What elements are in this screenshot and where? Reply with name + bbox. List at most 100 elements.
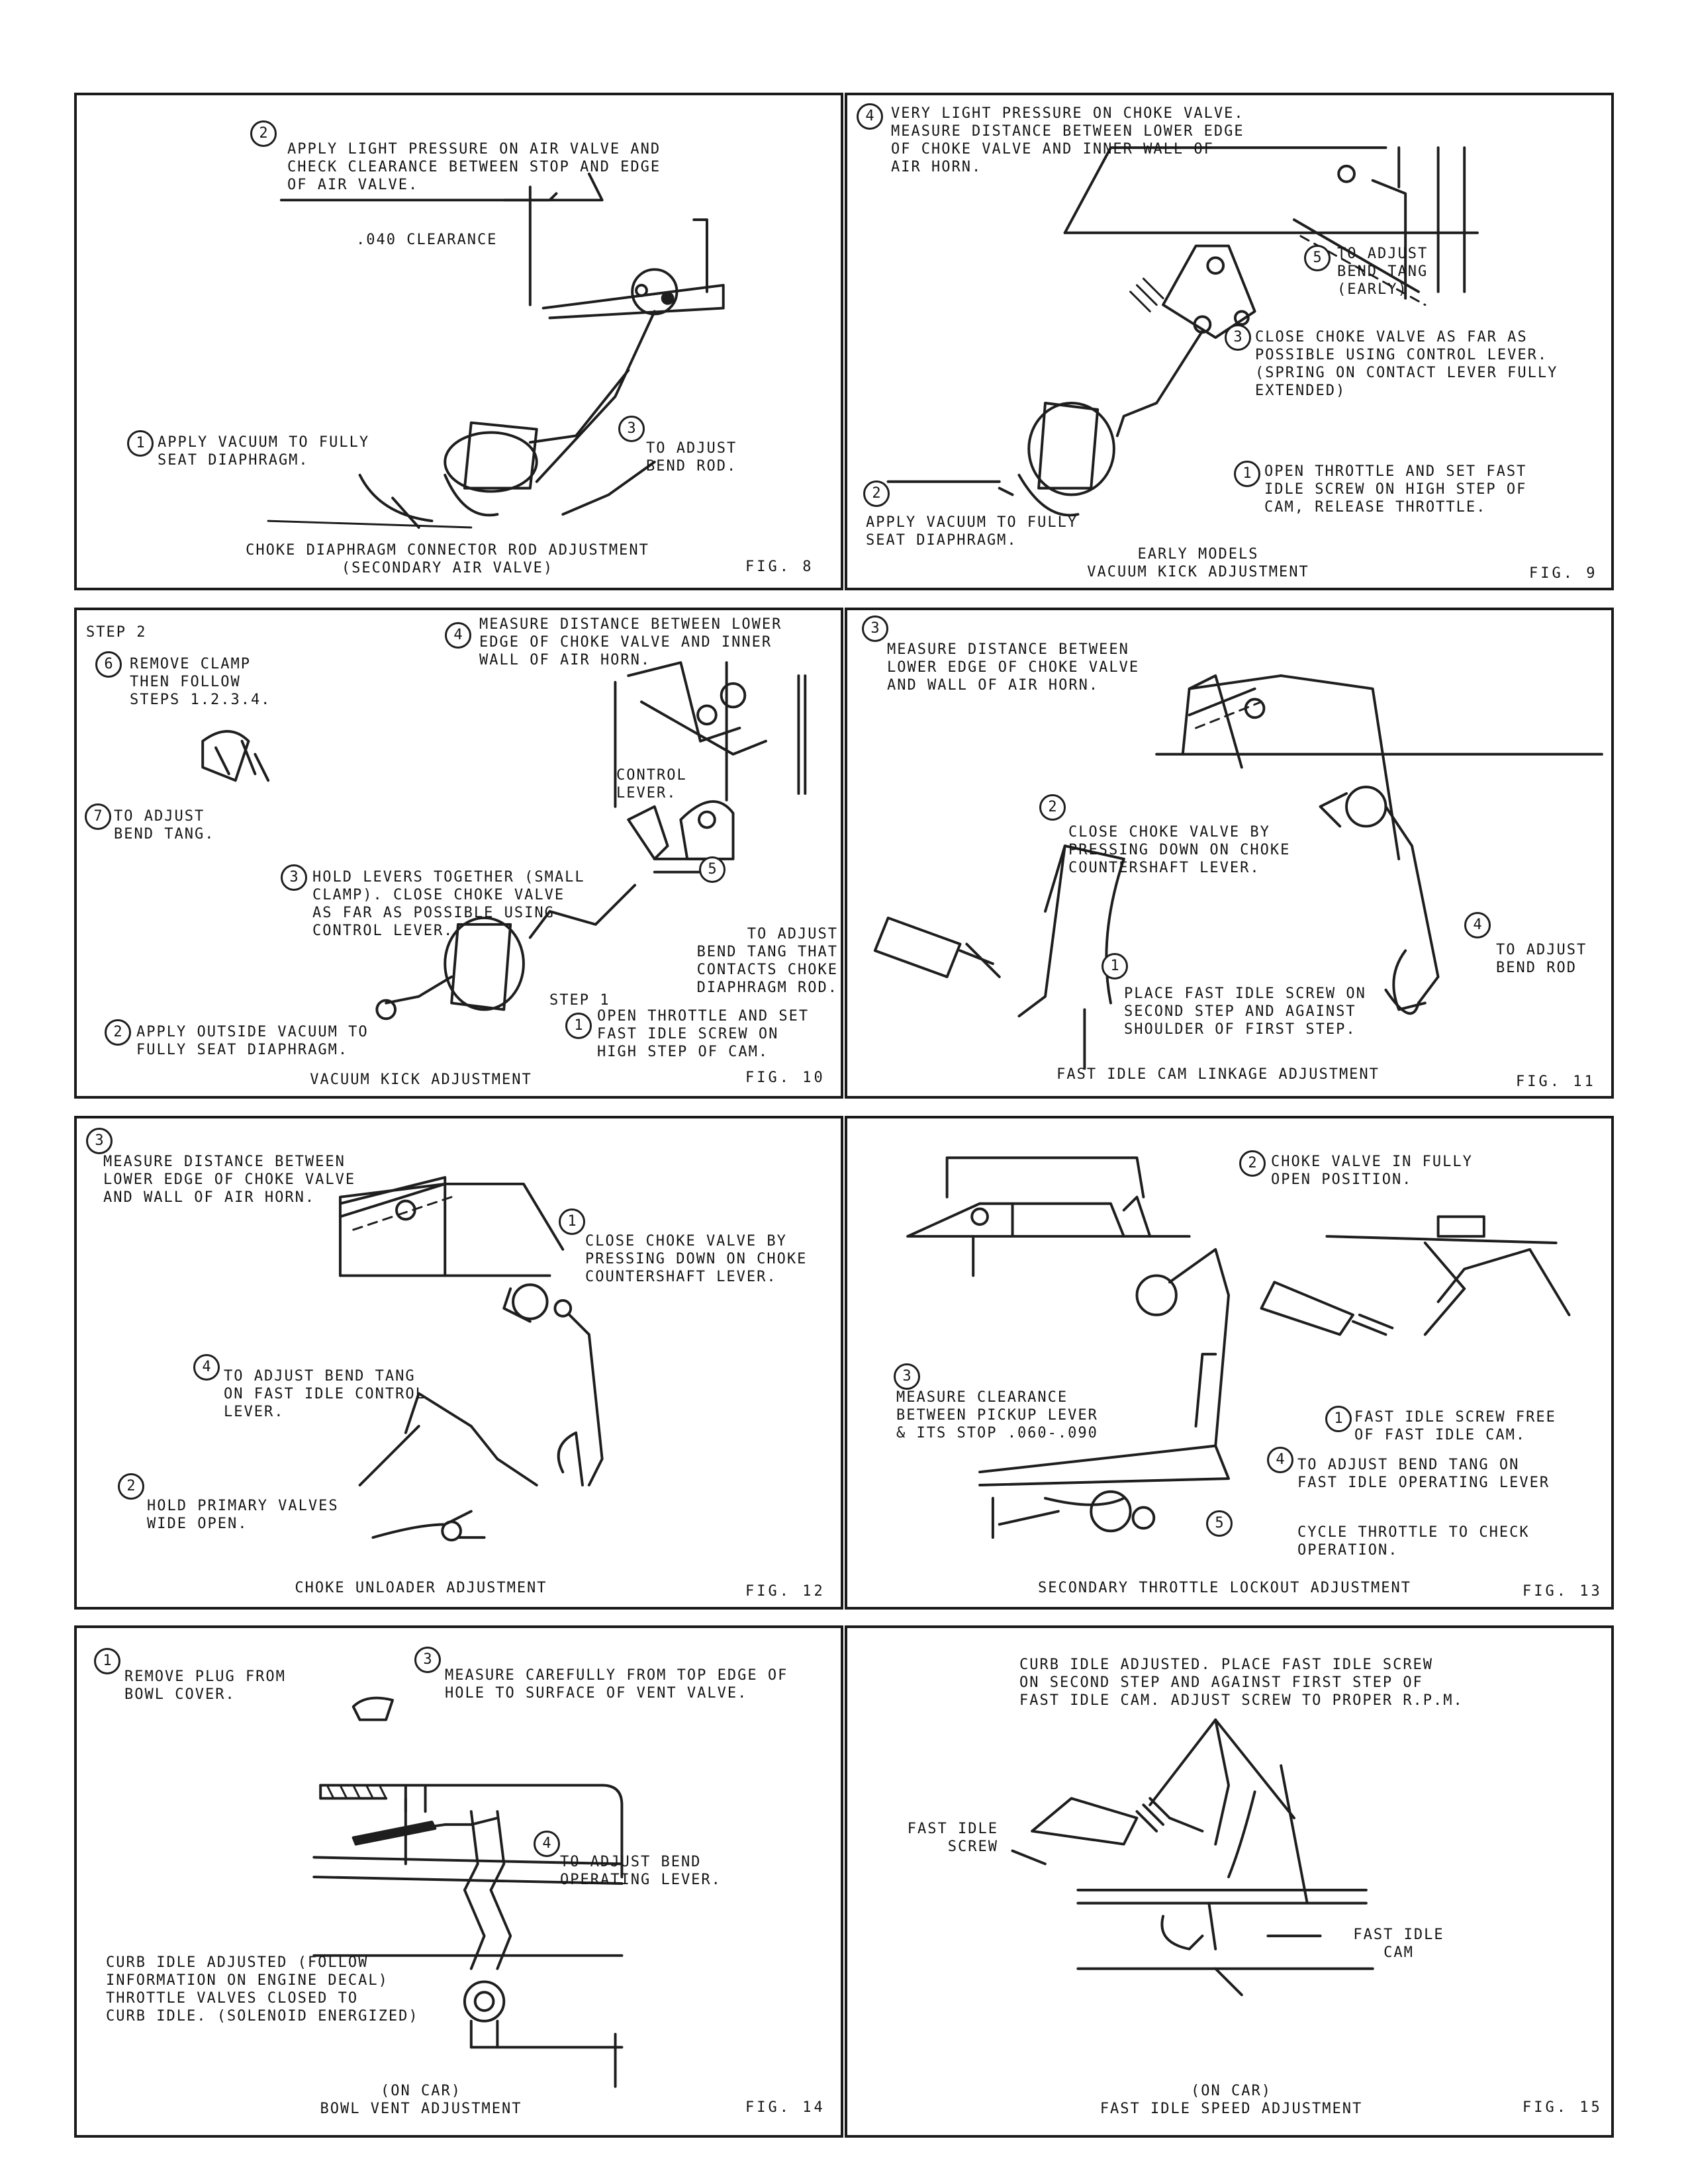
fig8-callout2-number: 2 [250,120,277,147]
fig8-clearance-label: .040 CLEARANCE [356,232,498,248]
fig11-callout4-number: 4 [1464,912,1491,938]
fig10-callout2-number: 2 [105,1019,131,1046]
fig12-label: FIG. 12 [745,1583,825,1600]
fig13-callout5-number: 5 [1206,1510,1233,1537]
fig10-callout4-number: 4 [445,622,471,649]
fig12-panel: 3 MEASURE DISTANCE BETWEEN LOWER EDGE OF… [74,1116,843,1610]
fig12-drawing [338,1176,604,1542]
fig12-callout3-text: MEASURE DISTANCE BETWEEN LOWER EDGE OF C… [103,1154,356,1206]
fig15-screw-label: FAST IDLE SCREW [907,1821,998,1855]
fig13-callout1-text: FAST IDLE SCREW FREE OF FAST IDLE CAM. [1354,1409,1556,1443]
fig9-callout5-text: TO ADJUST BEND TANG (EARLY) [1337,246,1429,298]
fig15-panel: CURB IDLE ADJUSTED. PLACE FAST IDLE SCRE… [845,1625,1614,2138]
fig14-label: FIG. 14 [745,2099,825,2116]
fig13-callout1-number: 1 [1325,1406,1352,1432]
fig11-callout1-number: 1 [1102,953,1128,979]
fig10-caption: VACUUM KICK ADJUSTMENT [310,1071,532,1088]
fig12-callout3-number: 3 [86,1128,113,1154]
fig13-label: FIG. 13 [1523,1583,1603,1600]
fig8-callout2-text: APPLY LIGHT PRESSURE ON AIR VALVE AND CH… [287,141,661,193]
fig10-step1: STEP 1 [549,992,610,1009]
fig9-label: FIG. 9 [1529,565,1598,582]
fig14-callout1-text: REMOVE PLUG FROM BOWL COVER. [124,1668,286,1703]
fig13-callout3-number: 3 [894,1363,920,1390]
fig14-panel: 1 REMOVE PLUG FROM BOWL COVER. 3 MEASURE… [74,1625,843,2138]
fig15-note: CURB IDLE ADJUSTED. PLACE FAST IDLE SCRE… [1019,1657,1464,1709]
fig14-caption: (ON CAR) BOWL VENT ADJUSTMENT [320,2083,522,2117]
fig13-callout2-number: 2 [1239,1150,1266,1177]
fig11-callout1-text: PLACE FAST IDLE SCREW ON SECOND STEP AND… [1124,985,1366,1038]
fig12-callout4-text: TO ADJUST BEND TANG ON FAST IDLE CONTROL… [224,1368,426,1420]
fig8-callout1-text: APPLY VACUUM TO FULLY SEAT DIAPHRAGM. [158,434,370,469]
fig8-callout3-text: TO ADJUST BEND ROD. [646,440,737,475]
fig9-callout2-number: 2 [863,480,890,507]
fig12-callout4-number: 4 [193,1354,220,1381]
fig13-callout2-text: CHOKE VALVE IN FULLY OPEN POSITION. [1271,1154,1473,1188]
fig10-callout1-text: OPEN THROTTLE AND SET FAST IDLE SCREW ON… [597,1008,810,1060]
fig9-callout3-number: 3 [1225,324,1251,351]
fig10-callout7-text: TO ADJUST BEND TANG. [114,808,215,842]
fig9-caption: EARLY MODELS VACUUM KICK ADJUSTMENT [1087,546,1309,580]
fig11-callout3-number: 3 [862,615,888,642]
fig10-callout1-number: 1 [565,1013,592,1039]
fig10-callout6-number: 6 [95,651,122,678]
fig13-callout3-text: MEASURE CLEARANCE BETWEEN PICKUP LEVER &… [896,1389,1098,1441]
fig13-callout4-number: 4 [1267,1447,1293,1473]
fig10-label: FIG. 10 [745,1069,825,1086]
fig12-callout2-text: HOLD PRIMARY VALVES WIDE OPEN. [147,1498,339,1532]
fig14-callout3-text: MEASURE CAREFULLY FROM TOP EDGE OF HOLE … [445,1667,788,1702]
fig13-callout4-text: TO ADJUST BEND TANG ON FAST IDLE OPERATI… [1297,1457,1550,1491]
fig9-callout4-number: 4 [857,103,883,130]
fig11-panel: 3 MEASURE DISTANCE BETWEEN LOWER EDGE OF… [845,608,1614,1099]
fig10-callout5-text: TO ADJUST BEND TANG THAT CONTACTS CHOKE … [696,926,838,996]
fig9-callout4-text: VERY LIGHT PRESSURE ON CHOKE VALVE. MEAS… [891,105,1244,175]
fig9-panel: 4 VERY LIGHT PRESSURE ON CHOKE VALVE. ME… [845,93,1614,590]
fig12-callout2-number: 2 [118,1473,144,1500]
fig11-callout2-number: 2 [1039,794,1066,821]
fig10-callout3-number: 3 [281,864,307,891]
fig8-callout1-number: 1 [127,430,154,457]
fig13-callout5-text: CYCLE THROTTLE TO CHECK OPERATION. [1297,1524,1540,1559]
fig13-panel: 2 CHOKE VALVE IN FULLY OPEN POSITION. 3 … [845,1116,1614,1610]
fig15-caption: (ON CAR) FAST IDLE SPEED ADJUSTMENT [1100,2083,1363,2117]
fig9-callout2-text: APPLY VACUUM TO FULLY SEAT DIAPHRAGM. [866,514,1078,549]
fig9-callout3-text: CLOSE CHOKE VALVE AS FAR AS POSSIBLE USI… [1255,329,1558,399]
fig14-callout1-number: 1 [94,1648,120,1674]
fig14-note: CURB IDLE ADJUSTED (FOLLOW INFORMATION O… [106,1954,419,2025]
fig15-drawing [1011,1718,1374,1997]
fig10-control-lever: CONTROL LEVER. [616,767,687,801]
fig9-callout1-text: OPEN THROTTLE AND SET FAST IDLE SCREW ON… [1264,463,1527,516]
fig15-cam-label: FAST IDLE CAM [1353,1927,1444,1961]
fig12-callout1-number: 1 [559,1208,585,1235]
fig14-callout3-number: 3 [414,1647,441,1673]
fig10-callout5-number: 5 [699,856,726,883]
fig13-caption: SECONDARY THROTTLE LOCKOUT ADJUSTMENT [1037,1580,1412,1596]
fig11-drawing [873,674,1603,1070]
fig10-callout3-text: HOLD LEVERS TOGETHER (SMALL CLAMP). CLOS… [312,869,585,939]
fig14-drawing [312,1696,624,2088]
fig13-drawing [906,1156,1571,1539]
fig14-callout4-text: TO ADJUST BEND OPERATING LEVER. [560,1854,722,1888]
fig10-callout6-text: REMOVE CLAMP THEN FOLLOW STEPS 1.2.3.4. [130,656,271,708]
fig9-callout5-number: 5 [1304,245,1331,271]
fig9-callout1-number: 1 [1234,461,1260,487]
fig8-drawing [267,172,725,529]
fig8-callout3-number: 3 [618,416,645,442]
fig12-callout1-text: CLOSE CHOKE VALVE BY PRESSING DOWN ON CH… [585,1233,808,1285]
fig14-callout4-number: 4 [534,1831,560,1857]
fig11-callout2-text: CLOSE CHOKE VALVE BY PRESSING DOWN ON CH… [1068,824,1291,876]
fig10-panel: STEP 2 6 REMOVE CLAMP THEN FOLLOW STEPS … [74,608,843,1099]
fig10-callout2-text: APPLY OUTSIDE VACUUM TO FULLY SEAT DIAPH… [136,1024,369,1058]
fig10-callout4-text: MEASURE DISTANCE BETWEEN LOWER EDGE OF C… [479,616,782,668]
fig15-label: FIG. 15 [1523,2099,1603,2116]
fig11-callout4-text: TO ADJUST BEND ROD [1496,942,1587,976]
fig10-callout7-number: 7 [85,803,111,830]
fig10-step2: STEP 2 [86,624,147,641]
fig8-label: FIG. 8 [745,559,814,575]
fig9-drawing [886,146,1479,517]
fig8-caption: CHOKE DIAPHRAGM CONNECTOR ROD ADJUSTMENT… [246,542,649,576]
fig11-callout3-text: MEASURE DISTANCE BETWEEN LOWER EDGE OF C… [887,641,1140,694]
fig11-label: FIG. 11 [1516,1073,1596,1090]
fig12-caption: CHOKE UNLOADER ADJUSTMENT [295,1580,547,1596]
